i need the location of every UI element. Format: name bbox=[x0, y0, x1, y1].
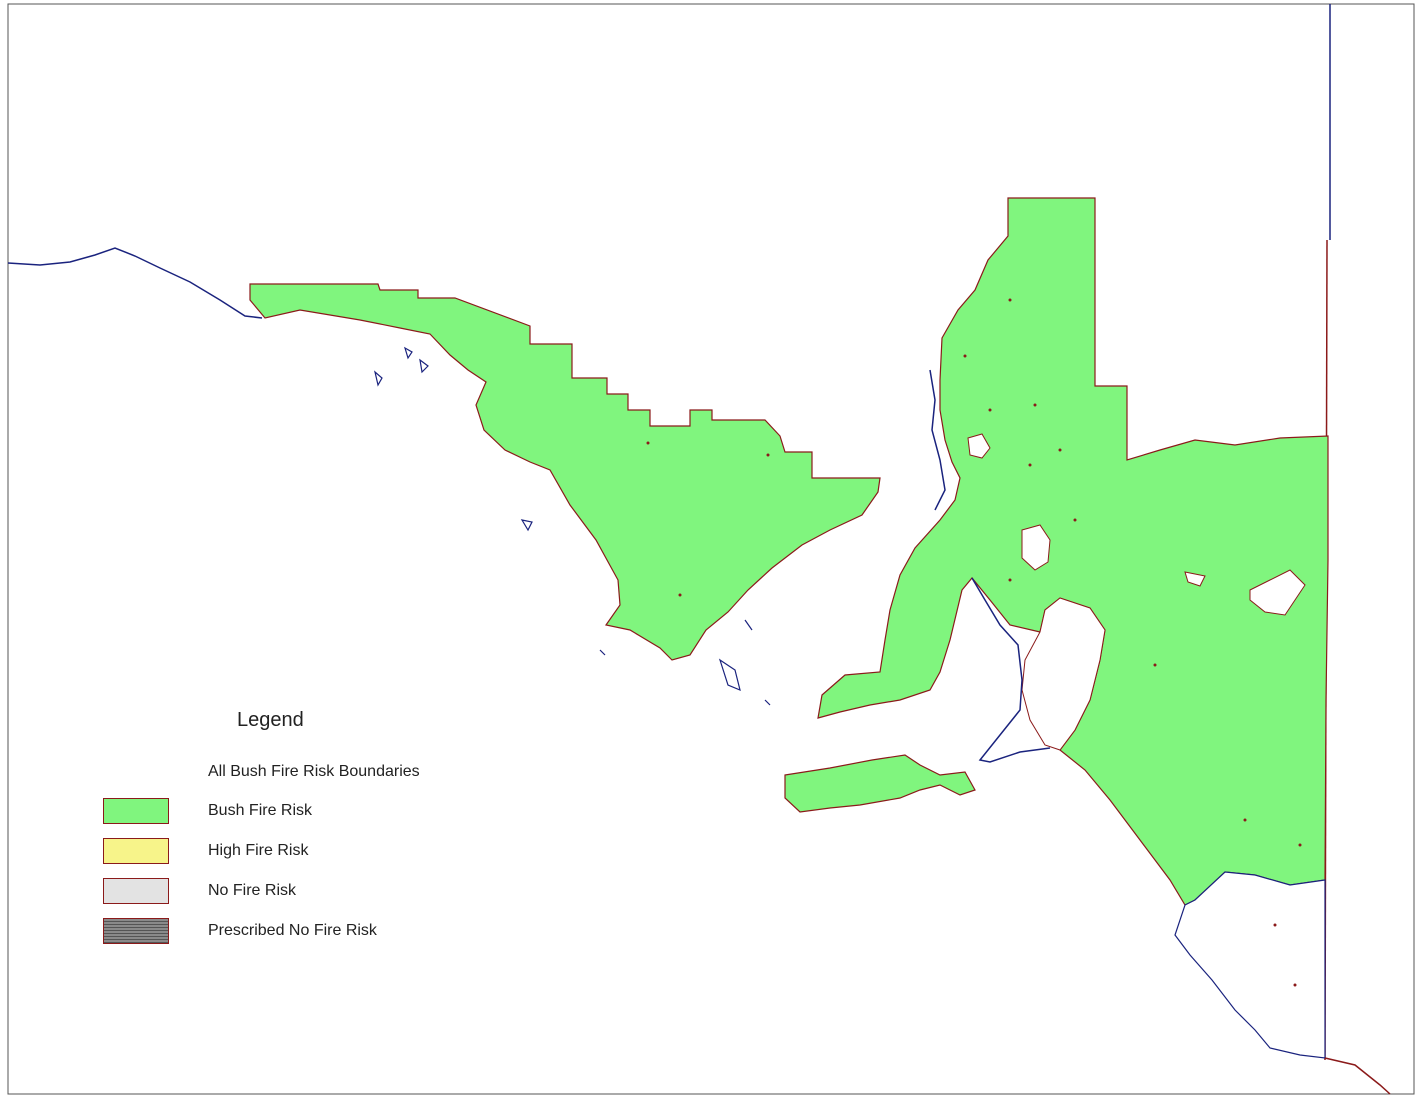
region-south-east-no-risk bbox=[1174, 871, 1326, 1059]
western-coastline bbox=[7, 247, 263, 319]
legend-item-high-fire-risk: High Fire Risk bbox=[103, 838, 483, 866]
lake-white-4 bbox=[1184, 571, 1206, 587]
legend-item-bush-fire-risk: Bush Fire Risk bbox=[103, 798, 483, 826]
legend-swatch-no-fire-risk bbox=[103, 878, 169, 904]
map-border bbox=[7, 3, 1415, 1095]
legend-label: High Fire Risk bbox=[208, 842, 309, 859]
region-eyre-peninsula bbox=[249, 283, 881, 661]
gulf-coastline bbox=[971, 577, 1051, 763]
scattered-markers bbox=[646, 298, 1302, 987]
lake-white-3 bbox=[1249, 569, 1306, 616]
legend-swatch-bush-fire-risk bbox=[103, 798, 169, 824]
legend-swatch-prescribed-no-fire-risk bbox=[103, 918, 169, 944]
spencer-gulf-coastline bbox=[929, 369, 946, 511]
region-north-east bbox=[817, 197, 1329, 906]
legend-subtitle: All Bush Fire Risk Boundaries bbox=[208, 763, 420, 780]
islands-west bbox=[374, 346, 771, 706]
region-adelaide-no-risk bbox=[1021, 597, 1106, 751]
lake-white-1 bbox=[1021, 524, 1051, 571]
victoria-coast bbox=[1324, 1057, 1391, 1095]
legend-label: Prescribed No Fire Risk bbox=[208, 922, 377, 939]
legend-title: Legend bbox=[237, 709, 304, 731]
legend-swatch-high-fire-risk bbox=[103, 838, 169, 864]
lake-white-2 bbox=[967, 433, 991, 459]
legend-item-prescribed-no-fire-risk: Prescribed No Fire Risk bbox=[103, 918, 483, 946]
legend-label: Bush Fire Risk bbox=[208, 802, 313, 819]
legend-item-no-fire-risk: No Fire Risk bbox=[103, 878, 483, 906]
legend-label: No Fire Risk bbox=[208, 882, 297, 899]
region-kangaroo-island bbox=[784, 754, 976, 813]
legend: Legend All Bush Fire Risk Boundaries Bus… bbox=[100, 705, 500, 955]
